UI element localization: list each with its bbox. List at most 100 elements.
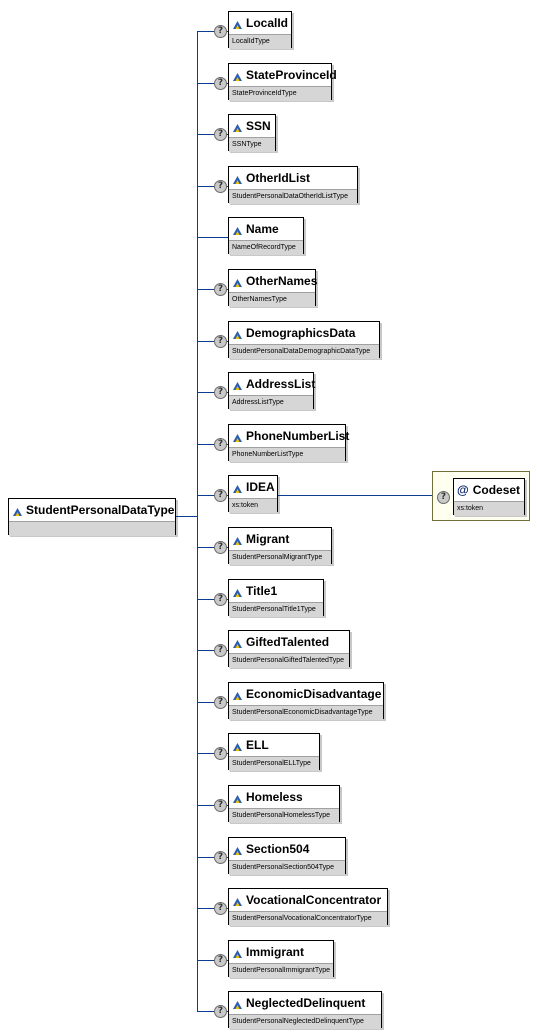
- attribute-connector: [278, 495, 432, 496]
- element-type: SSNType: [229, 137, 275, 152]
- element-name: PhoneNumberList: [246, 429, 350, 443]
- element-node-ssn[interactable]: SSN SSNType: [228, 114, 276, 152]
- element-name: Homeless: [246, 790, 303, 804]
- element-node-header: Immigrant: [229, 941, 333, 963]
- element-node-header: IDEA: [229, 476, 277, 498]
- element-node-header: Section504: [229, 838, 345, 860]
- root-node-name: StudentPersonalDataType: [26, 503, 175, 517]
- root-connector: [176, 516, 197, 517]
- element-type: StudentPersonalSection504Type: [229, 860, 345, 875]
- branch-connector-immigrant: [197, 960, 228, 961]
- element-icon: [232, 636, 243, 648]
- branch-connector-section504: [197, 857, 228, 858]
- element-name: Title1: [246, 584, 278, 598]
- attribute-at-icon: @: [457, 483, 469, 497]
- element-name: Section504: [246, 842, 310, 856]
- element-node-header: DemographicsData: [229, 322, 379, 344]
- optional-marker-icon: ?: [214, 335, 227, 348]
- element-icon: [232, 275, 243, 287]
- element-name: OtherNames: [246, 274, 318, 288]
- optional-marker-icon: ?: [214, 541, 227, 554]
- branch-connector-migrant: [197, 547, 228, 548]
- element-name: Migrant: [246, 532, 290, 546]
- element-icon: [232, 327, 243, 339]
- optional-marker-icon: ?: [214, 954, 227, 967]
- element-icon: [232, 172, 243, 184]
- branch-connector-homeless: [197, 805, 228, 806]
- element-type: NameOfRecordType: [229, 240, 303, 255]
- element-node-header: EconomicDisadvantage: [229, 683, 383, 705]
- root-node[interactable]: StudentPersonalDataType: [8, 498, 176, 536]
- element-node-header: PhoneNumberList: [229, 425, 349, 447]
- branch-connector-addresslist: [197, 392, 228, 393]
- element-icon: [232, 843, 243, 855]
- optional-marker-icon: ?: [214, 77, 227, 90]
- element-name: IDEA: [246, 480, 275, 494]
- element-node-header: VocationalConcentrator: [229, 889, 387, 911]
- element-node-header: Homeless: [229, 786, 339, 808]
- element-type: StudentPersonalVocationalConcentratorTyp…: [229, 911, 387, 926]
- attribute-node-codeset[interactable]: @Codeset xs:token: [453, 478, 525, 516]
- element-type: StudentPersonalDataOtherIdListType: [229, 189, 357, 204]
- optional-marker-icon: ?: [214, 128, 227, 141]
- element-icon: [232, 430, 243, 442]
- attribute-name: Codeset: [472, 483, 521, 497]
- element-type: StudentPersonalGiftedTalentedType: [229, 653, 349, 668]
- element-node-header: Migrant: [229, 528, 331, 550]
- branch-connector-ell: [197, 753, 228, 754]
- optional-marker-icon: ?: [214, 489, 227, 502]
- element-node-header: Name: [229, 218, 303, 240]
- optional-marker-icon: ?: [214, 180, 227, 193]
- element-icon: [232, 739, 243, 751]
- optional-marker-icon: ?: [214, 1005, 227, 1018]
- branch-connector-demographicsdata: [197, 341, 228, 342]
- element-type: StudentPersonalNeglectedDelinquentType: [229, 1014, 381, 1029]
- element-type: StudentPersonalTitle1Type: [229, 602, 323, 617]
- attribute-type: xs:token: [454, 501, 524, 516]
- element-type: StudentPersonalMigrantType: [229, 550, 331, 565]
- element-name: AddressList: [246, 377, 316, 391]
- optional-marker-icon: ?: [214, 593, 227, 606]
- optional-marker-icon: ?: [214, 644, 227, 657]
- element-node-header: OtherIdList: [229, 167, 357, 189]
- element-type: StudentPersonalELLType: [229, 756, 319, 771]
- branch-connector-name: [197, 237, 228, 238]
- branch-connector-neglecteddelinquent: [197, 1011, 228, 1012]
- element-node-header: SSN: [229, 115, 275, 137]
- optional-marker-icon: ?: [214, 25, 227, 38]
- element-icon: [232, 997, 243, 1009]
- element-node-header: LocalId: [229, 12, 291, 34]
- element-name: Name: [246, 222, 279, 236]
- element-name: StateProvinceId: [246, 68, 337, 82]
- element-node-header: AddressList: [229, 373, 316, 395]
- element-name: GiftedTalented: [246, 635, 330, 649]
- element-icon: [232, 17, 243, 29]
- element-type: AddressListType: [229, 395, 313, 410]
- branch-connector-othernames: [197, 289, 228, 290]
- element-name: VocationalConcentrator: [246, 893, 382, 907]
- optional-marker-icon: ?: [214, 283, 227, 296]
- element-name: SSN: [246, 119, 271, 133]
- element-node-header: GiftedTalented: [229, 631, 349, 653]
- branch-connector-vocationalconcentrator: [197, 908, 228, 909]
- optional-marker-icon: ?: [214, 799, 227, 812]
